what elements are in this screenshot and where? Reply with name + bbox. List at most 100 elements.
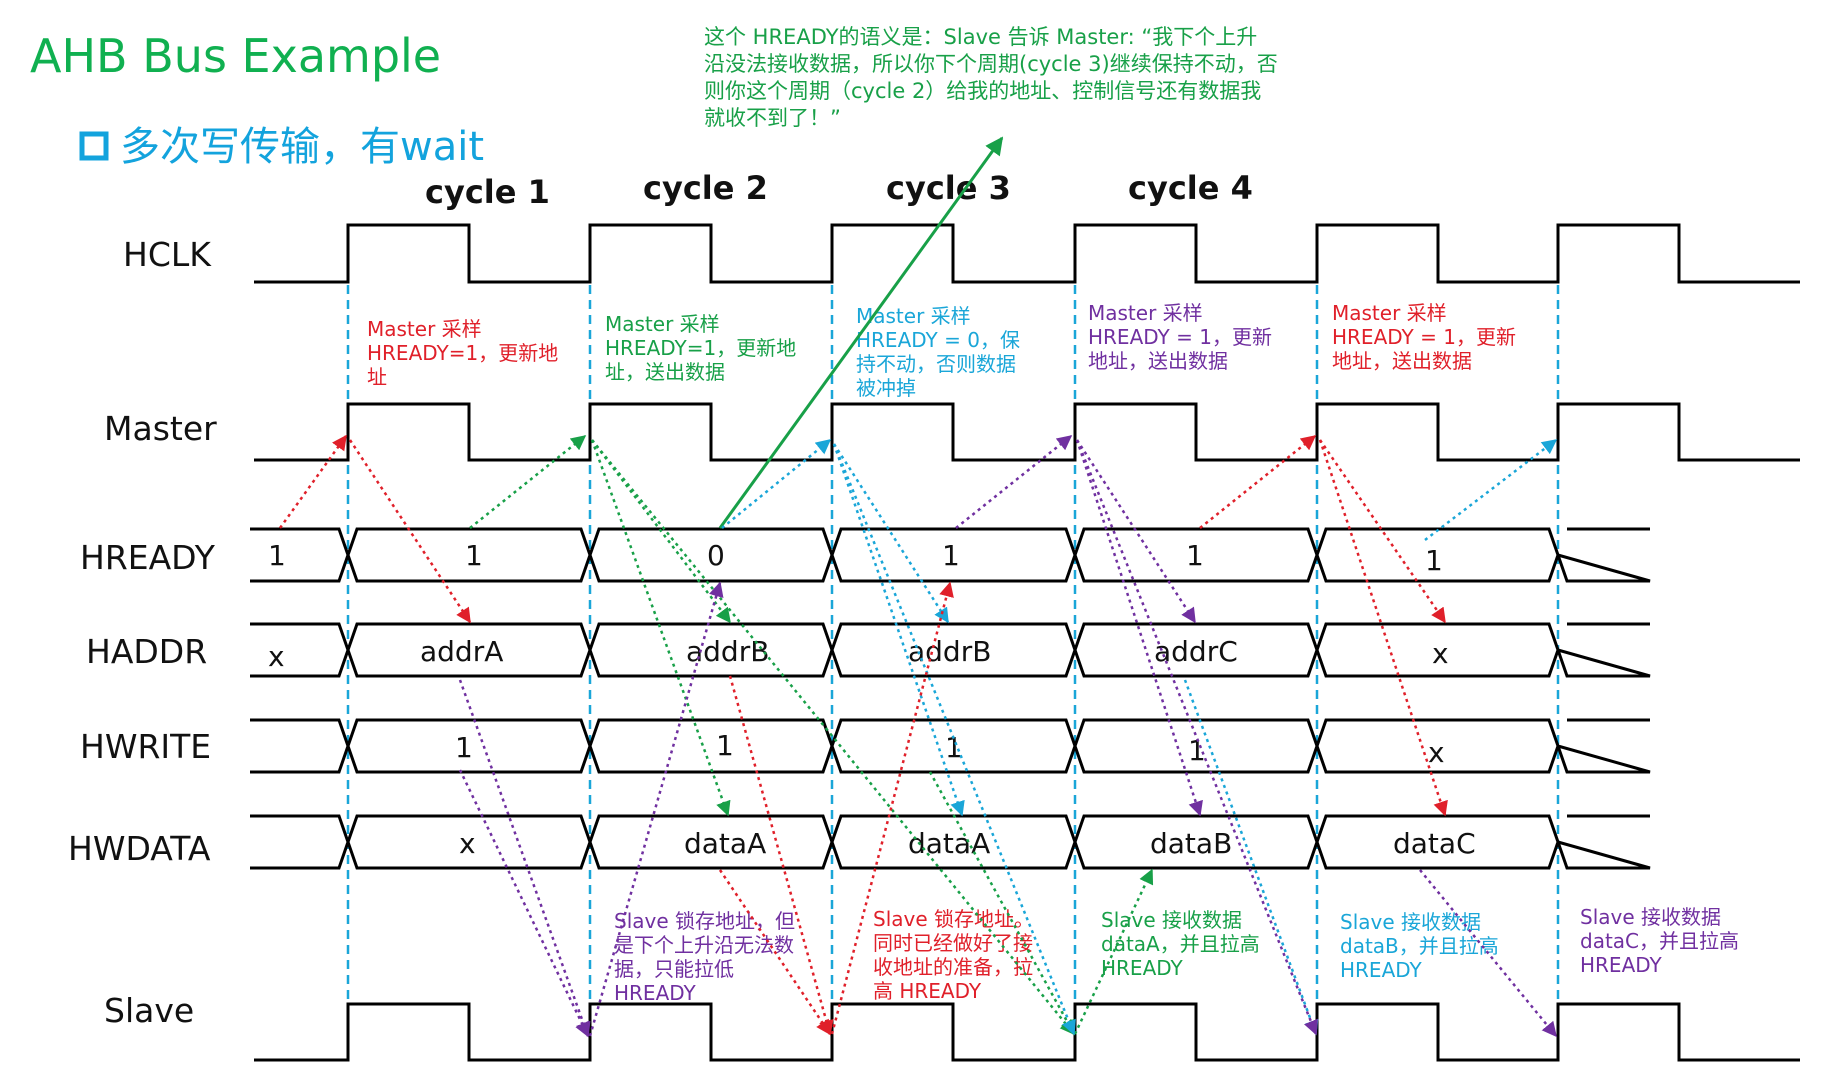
page-title: AHB Bus Example bbox=[30, 29, 441, 83]
signal-label-hclk: HCLK bbox=[123, 235, 212, 274]
slave-note-line: 高 HREADY bbox=[873, 979, 982, 1003]
slave-note-line: dataA，并且拉高 bbox=[1101, 932, 1260, 956]
master-note-line: HREADY = 0，保 bbox=[856, 328, 1020, 352]
top-note-line: 沿没法接收数据，所以你下个周期(cycle 3)继续保持不动，否 bbox=[704, 52, 1278, 76]
master-note: Master 采样 HREADY = 1，更新 地址，送出数据 bbox=[1088, 301, 1272, 373]
hwrite-value: 1 bbox=[455, 731, 473, 764]
master-waveform bbox=[254, 402, 1800, 462]
red-arrow bbox=[1318, 439, 1447, 624]
cycle-label: cycle 4 bbox=[1128, 169, 1253, 207]
slave-note-line: dataC，并且拉高 bbox=[1580, 929, 1739, 953]
signal-label-hready: HREADY bbox=[80, 538, 216, 577]
green-arrow bbox=[1073, 868, 1154, 1035]
red-arrow bbox=[278, 434, 348, 529]
cycle-label: cycle 3 bbox=[886, 169, 1011, 207]
master-note-line: Master 采样 bbox=[1088, 301, 1203, 325]
hready-value: 0 bbox=[707, 539, 725, 572]
blue-arrow bbox=[832, 443, 950, 624]
green-arrow bbox=[590, 439, 731, 817]
slave-note-line: HREADY bbox=[1580, 953, 1663, 977]
master-note-line: 址，送出数据 bbox=[605, 360, 725, 384]
master-note-line: HREADY = 1，更新 bbox=[1332, 325, 1516, 349]
top-note-line: 就收不到了！” bbox=[704, 106, 841, 130]
slave-note-line: HREADY bbox=[1340, 958, 1423, 982]
signal-label-slave: Slave bbox=[104, 991, 194, 1030]
slave-note: Slave 锁存地址。 同时已经做好了接 收地址的准备，拉 高 HREADY bbox=[873, 907, 1034, 1003]
master-note-line: Master 采样 bbox=[367, 317, 482, 341]
slave-note: Slave 接收数据 dataC，并且拉高 HREADY bbox=[1580, 905, 1739, 977]
purple-arrow bbox=[1075, 439, 1197, 624]
purple-arrow bbox=[1075, 439, 1203, 817]
blue-arrow bbox=[832, 443, 1076, 1036]
haddr-value: addrC bbox=[1154, 635, 1238, 668]
cycle-label: cycle 2 bbox=[643, 169, 768, 207]
master-note-line: 地址，送出数据 bbox=[1332, 349, 1472, 373]
hready-value: 1 bbox=[268, 539, 286, 572]
slave-note-line: 收地址的准备，拉 bbox=[873, 955, 1033, 979]
master-note-line: 被冲掉 bbox=[856, 376, 916, 400]
slave-note: Slave 接收数据 dataB，并且拉高 HREADY bbox=[1340, 910, 1499, 982]
haddr-value: addrB bbox=[686, 635, 769, 668]
green-arrow bbox=[591, 439, 731, 624]
hready-value: 1 bbox=[1186, 539, 1204, 572]
top-note-line: 这个 HREADY的语义是：Slave 告诉 Master: “我下个上升 bbox=[704, 25, 1257, 49]
master-note: Master 采样 HREADY=1，更新地 址 bbox=[367, 317, 558, 389]
signal-label-hwrite: HWRITE bbox=[80, 727, 211, 766]
purple-arrow bbox=[458, 679, 591, 1038]
purple-arrow bbox=[588, 581, 724, 1037]
slave-note-line: Slave 接收数据 bbox=[1340, 910, 1481, 934]
master-note-line: HREADY = 1，更新 bbox=[1088, 325, 1272, 349]
signal-label-hwdata: HWDATA bbox=[68, 829, 211, 868]
slave-note-line: dataB，并且拉高 bbox=[1340, 934, 1499, 958]
master-note-line: 地址，送出数据 bbox=[1088, 349, 1228, 373]
red-arrow bbox=[718, 869, 832, 1036]
haddr-value: x bbox=[1432, 637, 1449, 670]
slave-note-line: Slave 接收数据 bbox=[1101, 908, 1242, 932]
hready-value: 1 bbox=[465, 539, 483, 572]
hwrite-value: x bbox=[1428, 736, 1445, 769]
master-note: Master 采样 HREADY = 0，保 持不动，否则数据 被冲掉 bbox=[856, 304, 1020, 400]
master-note-line: 址 bbox=[367, 365, 387, 389]
slave-note-line: 是下个上升沿无法数 bbox=[614, 933, 794, 957]
hready-value: 1 bbox=[942, 539, 960, 572]
haddr-value: x bbox=[268, 640, 285, 673]
blue-arrow bbox=[832, 443, 965, 817]
haddr-value-highlighted: addrB bbox=[908, 635, 991, 668]
blue-arrow bbox=[721, 439, 832, 529]
slave-waveform bbox=[254, 1002, 1800, 1062]
slave-note-line: Slave 接收数据 bbox=[1580, 905, 1721, 929]
purple-arrow bbox=[458, 769, 590, 1038]
hwrite-value: 1 bbox=[716, 729, 734, 762]
signal-label-haddr: HADDR bbox=[86, 632, 207, 671]
hwdata-value-highlighted: dataA bbox=[908, 827, 990, 860]
haddr-value: addrA bbox=[420, 635, 503, 668]
hwdata-bus bbox=[250, 814, 1651, 870]
hwdata-value: dataC bbox=[1393, 827, 1476, 860]
signal-label-master: Master bbox=[104, 409, 217, 448]
slave-note-line: Slave 锁存地址。 bbox=[873, 907, 1034, 931]
slave-note: Slave 锁存地址，但 是下个上升沿无法数 据，只能拉低 HREADY bbox=[614, 909, 795, 1005]
master-note: Master 采样 HREADY=1，更新地 址，送出数据 bbox=[605, 312, 796, 384]
blue-arrow bbox=[1424, 439, 1558, 541]
master-note-line: Master 采样 bbox=[1332, 301, 1447, 325]
cycle-label: cycle 1 bbox=[425, 173, 550, 211]
hwdata-value: dataB bbox=[1150, 827, 1232, 860]
hready-bus bbox=[250, 527, 1651, 583]
hwrite-bus bbox=[250, 718, 1651, 774]
slave-note: Slave 接收数据 dataA，并且拉高 HREADY bbox=[1101, 908, 1260, 980]
hwrite-value: 1 bbox=[1188, 734, 1206, 767]
slave-note-line: 同时已经做好了接 bbox=[873, 931, 1033, 955]
hclk-waveform bbox=[254, 223, 1800, 284]
hwdata-value: x bbox=[459, 827, 476, 860]
hwdata-value: dataA bbox=[684, 827, 766, 860]
purple-arrow bbox=[1419, 869, 1557, 1038]
hready-value: 1 bbox=[1425, 544, 1443, 577]
green-arrow bbox=[469, 435, 587, 529]
purple-arrow bbox=[1075, 439, 1318, 1036]
hready-zero-callout-arrow bbox=[718, 136, 1004, 529]
red-arrow bbox=[1199, 435, 1317, 529]
red-arrow bbox=[728, 675, 834, 1036]
purple-arrow bbox=[955, 435, 1073, 529]
clock-edge-guides bbox=[346, 225, 1560, 1060]
